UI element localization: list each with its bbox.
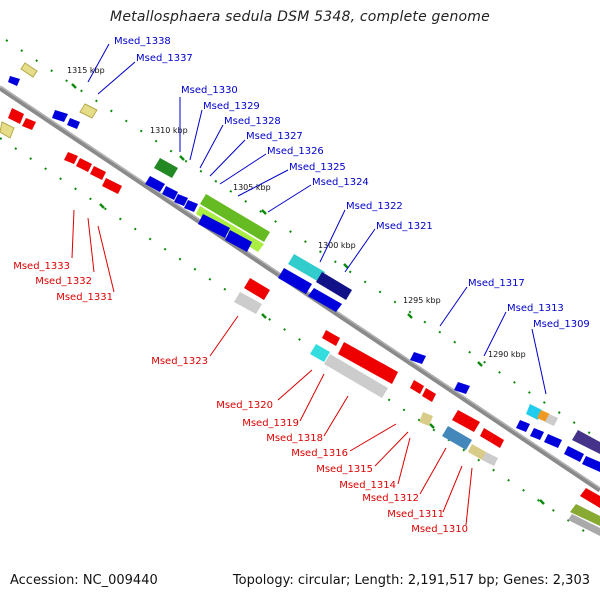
gene-label-msed-1309[interactable]: Msed_1309 — [533, 319, 590, 330]
scale-label-1295: 1295 kbp — [403, 296, 441, 305]
gene-feature[interactable] — [244, 278, 270, 300]
bottom-leader-lines — [71, 209, 473, 526]
gene-label-msed-1329[interactable]: Msed_1329 — [203, 101, 260, 112]
gene-feature[interactable] — [452, 410, 480, 432]
gene-feature[interactable] — [316, 272, 352, 300]
gene-feature[interactable] — [79, 103, 98, 119]
gene-label-msed-1318[interactable]: Msed_1318 — [266, 433, 323, 444]
gene-label-msed-1316[interactable]: Msed_1316 — [291, 448, 348, 459]
gene-feature[interactable] — [570, 504, 600, 526]
gene-feature[interactable] — [154, 158, 178, 178]
gene-feature[interactable] — [516, 420, 530, 432]
gene-label-msed-1327[interactable]: Msed_1327 — [246, 131, 303, 142]
gene-feature[interactable] — [288, 254, 325, 282]
gene-label-msed-1315[interactable]: Msed_1315 — [316, 464, 373, 475]
gene-feature[interactable] — [198, 214, 230, 238]
gene-feature[interactable] — [0, 121, 15, 139]
gene-label-msed-1330[interactable]: Msed_1330 — [181, 85, 238, 96]
top-leader-lines — [87, 43, 547, 395]
gene-feature[interactable] — [582, 456, 600, 472]
gene-feature[interactable] — [410, 380, 424, 394]
gene-label-msed-1310[interactable]: Msed_1310 — [411, 524, 468, 535]
gene-label-msed-1337[interactable]: Msed_1337 — [136, 53, 193, 64]
map-title: Metallosphaera sedula DSM 5348, complete… — [110, 9, 490, 25]
gene-label-msed-1314[interactable]: Msed_1314 — [339, 480, 396, 491]
gene-label-msed-1333[interactable]: Msed_1333 — [13, 261, 70, 272]
gene-feature[interactable] — [568, 514, 600, 536]
gene-feature[interactable] — [8, 108, 24, 124]
scale-label-1310: 1310 kbp — [150, 126, 188, 135]
gene-label-msed-1332[interactable]: Msed_1332 — [35, 276, 92, 287]
gene-feature[interactable] — [482, 452, 498, 466]
gene-feature[interactable] — [422, 388, 436, 402]
gene-label-msed-1331[interactable]: Msed_1331 — [56, 292, 113, 303]
gene-feature[interactable] — [580, 488, 600, 508]
gene-feature[interactable] — [545, 414, 558, 426]
accession-text: Accession: NC_009440 — [10, 573, 158, 588]
gene-feature[interactable] — [419, 412, 433, 426]
gene-feature[interactable] — [530, 428, 544, 440]
gene-feature[interactable] — [544, 434, 562, 448]
gene-feature[interactable] — [572, 430, 600, 454]
gene-feature[interactable] — [225, 230, 252, 252]
gene-label-msed-1317[interactable]: Msed_1317 — [468, 278, 525, 289]
gene-feature[interactable] — [22, 118, 36, 130]
scale-label-1305: 1305 kbp — [233, 183, 271, 192]
gene-feature[interactable] — [564, 446, 584, 462]
gene-feature[interactable] — [234, 292, 262, 314]
gene-feature[interactable] — [67, 118, 80, 129]
gene-label-msed-1312[interactable]: Msed_1312 — [362, 493, 419, 504]
gene-feature[interactable] — [442, 426, 472, 450]
gene-feature[interactable] — [200, 194, 270, 242]
scale-label-1290: 1290 kbp — [488, 350, 526, 359]
gene-feature[interactable] — [324, 354, 388, 398]
scale-label-1300: 1300 kbp — [318, 241, 356, 250]
scale-label-1315: 1315 kbp — [67, 66, 105, 75]
gene-feature[interactable] — [145, 176, 165, 192]
gene-label-msed-1320[interactable]: Msed_1320 — [216, 400, 273, 411]
gene-feature[interactable] — [468, 444, 486, 460]
bottom-gene-labels: Msed_1333 Msed_1332 Msed_1331 Msed_1323 … — [13, 261, 468, 535]
major-ticks — [71, 83, 545, 505]
gene-feature[interactable] — [338, 342, 398, 384]
top-gene-labels: Msed_1338 Msed_1337 Msed_1330 Msed_1329 … — [114, 36, 590, 330]
gene-label-msed-1321[interactable]: Msed_1321 — [376, 221, 433, 232]
gene-feature[interactable] — [52, 110, 68, 122]
gene-feature[interactable] — [308, 288, 342, 312]
forward-gene-features — [8, 62, 600, 472]
gene-feature[interactable] — [102, 178, 122, 194]
gene-feature[interactable] — [162, 186, 178, 200]
gene-feature[interactable] — [490, 434, 504, 448]
gene-label-msed-1319[interactable]: Msed_1319 — [242, 418, 299, 429]
gene-feature[interactable] — [184, 200, 198, 212]
gene-label-msed-1325[interactable]: Msed_1325 — [289, 162, 346, 173]
gene-label-msed-1323[interactable]: Msed_1323 — [151, 356, 208, 367]
gene-label-msed-1313[interactable]: Msed_1313 — [507, 303, 564, 314]
gene-feature[interactable] — [480, 428, 494, 442]
gene-feature[interactable] — [8, 76, 20, 86]
gene-feature[interactable] — [174, 194, 188, 206]
gene-label-msed-1326[interactable]: Msed_1326 — [267, 146, 324, 157]
gene-feature[interactable] — [64, 152, 78, 164]
gene-label-msed-1338[interactable]: Msed_1338 — [114, 36, 171, 47]
gene-label-msed-1328[interactable]: Msed_1328 — [224, 116, 281, 127]
gene-feature[interactable] — [454, 382, 470, 394]
reverse-gene-features — [0, 108, 600, 536]
gene-feature[interactable] — [278, 268, 312, 294]
gene-label-msed-1322[interactable]: Msed_1322 — [346, 201, 403, 212]
gene-feature[interactable] — [20, 62, 38, 78]
gene-feature[interactable] — [322, 330, 340, 346]
gene-feature[interactable] — [410, 352, 426, 364]
gene-feature[interactable] — [90, 166, 106, 180]
gene-label-msed-1324[interactable]: Msed_1324 — [312, 177, 369, 188]
gene-feature[interactable] — [310, 344, 330, 362]
gene-label-msed-1311[interactable]: Msed_1311 — [387, 509, 444, 520]
gene-feature[interactable] — [76, 158, 92, 172]
genome-summary-text: Topology: circular; Length: 2,191,517 bp… — [232, 573, 590, 588]
